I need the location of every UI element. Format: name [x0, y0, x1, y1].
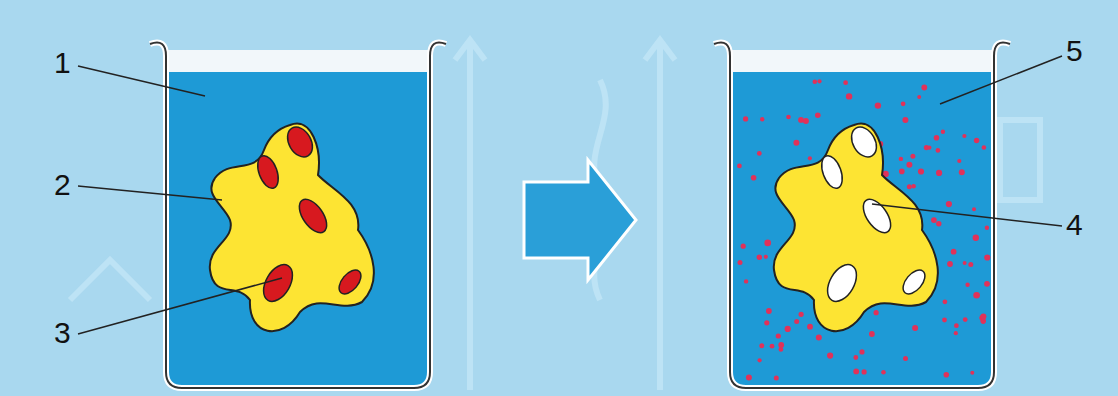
dissolved-particle — [947, 261, 953, 267]
dissolved-particle — [942, 318, 947, 323]
dissolved-particle — [794, 319, 799, 324]
dissolved-particle — [869, 331, 875, 337]
dissolved-particle — [936, 170, 942, 176]
dissolved-particle — [984, 254, 990, 260]
dissolved-particle — [959, 169, 965, 175]
dissolved-particle — [776, 333, 781, 338]
dissolved-particle — [921, 85, 927, 91]
dissolved-particle — [803, 118, 809, 124]
dissolved-particle — [757, 151, 762, 156]
dissolved-particle — [862, 369, 867, 374]
dissolved-particle — [931, 217, 937, 223]
dissolved-particle — [973, 292, 980, 299]
dissolved-particle — [934, 135, 940, 141]
dissolved-particle — [972, 207, 976, 211]
dissolved-particle — [816, 335, 822, 341]
callout-number: 3 — [54, 318, 71, 348]
dissolved-particle — [738, 260, 743, 265]
beaker-before — [150, 43, 446, 389]
dissolved-particle — [817, 79, 821, 83]
dissolved-particle — [982, 145, 987, 150]
dissolved-particle — [764, 240, 771, 247]
dissolved-particle — [846, 93, 852, 99]
dissolved-particle — [907, 184, 912, 189]
dissolved-particle — [962, 134, 966, 138]
dissolved-particle — [737, 164, 742, 169]
dissolved-particle — [954, 323, 959, 328]
dissolved-particle — [984, 281, 990, 287]
callout-number: 5 — [1066, 36, 1083, 66]
dissolved-particle — [963, 317, 968, 322]
dissolved-particle — [944, 372, 950, 378]
dissolved-particle — [985, 226, 989, 230]
dissolved-particle — [807, 324, 813, 330]
dissolved-particle — [875, 102, 881, 108]
dissolved-particle — [770, 344, 775, 349]
dissolved-particle — [918, 168, 924, 174]
dissolved-particle — [911, 184, 916, 189]
dissolved-particle — [798, 117, 804, 123]
dissolved-particle — [954, 331, 958, 335]
dissolved-particle — [843, 80, 848, 85]
dissolved-particle — [941, 130, 945, 134]
dissolved-particle — [808, 156, 812, 160]
callout-number: 1 — [54, 48, 71, 78]
callout-number: 4 — [1066, 210, 1083, 240]
dissolved-particle — [786, 115, 791, 120]
dissolved-particle — [744, 279, 748, 283]
dissolved-particle — [951, 249, 957, 255]
dissolved-particle — [874, 310, 879, 315]
dissolved-particle — [743, 116, 748, 121]
dissolved-particle — [813, 79, 818, 84]
dissolved-particle — [881, 370, 886, 375]
dissolved-particle — [746, 374, 752, 380]
process-arrow — [524, 160, 636, 280]
dissolved-particle — [764, 320, 769, 325]
dissolved-particle — [853, 355, 858, 360]
dissolved-particle — [760, 117, 764, 121]
dissolved-particle — [827, 353, 833, 359]
dissolved-particle — [912, 325, 918, 331]
dissolved-particle — [764, 255, 768, 259]
dissolved-particle — [899, 157, 903, 161]
dissolved-particle — [774, 375, 779, 380]
dissolved-particle — [859, 349, 864, 354]
dissolved-particle — [974, 138, 979, 143]
dissolved-particle — [751, 175, 757, 181]
dissolved-particle — [943, 299, 948, 304]
dissolved-particle — [902, 117, 908, 123]
dissolved-particle — [946, 201, 952, 207]
callout-number: 2 — [54, 170, 71, 200]
dissolved-particle — [741, 244, 746, 249]
dissolved-particle — [853, 369, 859, 375]
dissolved-particle — [901, 101, 906, 106]
dissolved-particle — [927, 145, 931, 149]
dissolved-particle — [758, 358, 762, 362]
dissolved-particle — [970, 371, 974, 375]
dissolved-particle — [973, 235, 979, 241]
dissolved-particle — [910, 154, 915, 159]
dissolved-particle — [963, 261, 967, 265]
background-pattern — [70, 40, 1040, 390]
dissolved-particle — [759, 343, 764, 348]
dissolved-particle — [793, 140, 799, 146]
dissolved-particle — [965, 283, 969, 287]
dissolved-particle — [903, 356, 908, 361]
dissolved-particle — [899, 169, 905, 175]
dissolved-particle — [968, 262, 973, 267]
dissolved-particle — [766, 308, 772, 314]
dissolved-particle — [917, 95, 921, 99]
dissolved-particle — [906, 162, 912, 168]
dissolved-particle — [936, 148, 941, 153]
dissolved-particle — [785, 326, 791, 332]
dissolved-particle — [757, 255, 762, 260]
leader-lines — [78, 56, 1062, 334]
dissolved-particle — [799, 312, 804, 317]
dissolved-particle — [779, 347, 784, 352]
dissolved-particle — [936, 221, 941, 226]
dissolved-particle — [815, 112, 821, 118]
dissolved-particle — [980, 313, 986, 319]
dissolved-particle — [957, 159, 961, 163]
